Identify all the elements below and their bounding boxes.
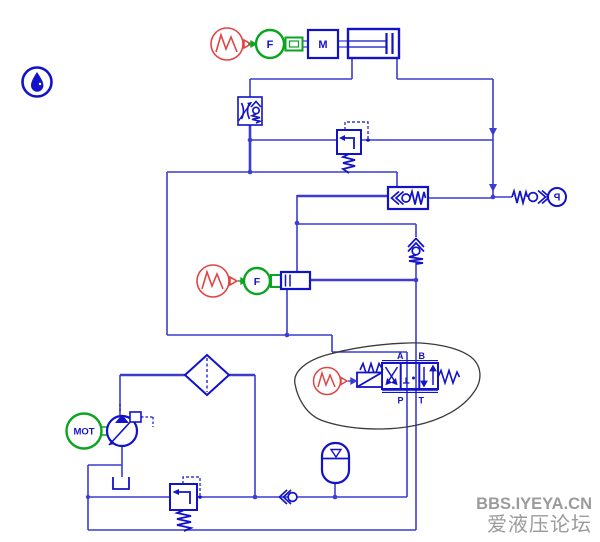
hydraulic-cylinder[interactable]	[346, 27, 401, 60]
signal-source-cylinder[interactable]	[210, 27, 253, 61]
waveform-icon	[215, 32, 238, 53]
pressure-source-label: P	[553, 193, 560, 204]
hydraulic-lines[interactable]	[87, 40, 548, 531]
motor-label: MOT	[73, 427, 94, 438]
watermark-line1: BBS.IYEYA.CN	[476, 495, 592, 513]
valve-port-t-label: T	[419, 396, 425, 406]
check-valve-supply[interactable]	[278, 489, 298, 505]
electric-motor[interactable]: MOT	[65, 412, 109, 450]
valve-port-p-label: P	[397, 396, 403, 406]
check-valve-icon	[250, 100, 262, 108]
valve-springs	[359, 360, 461, 386]
mass-block[interactable]: M	[306, 28, 340, 60]
valve-position-arrows	[384, 364, 437, 388]
valve-port-a-label: A	[397, 351, 404, 361]
waveform-icon	[317, 370, 336, 388]
droplet-icon	[31, 72, 44, 92]
signal-arrow-valve	[348, 377, 358, 385]
flow-control-with-check-valve[interactable]	[237, 96, 263, 126]
force-label-1: F	[267, 39, 274, 51]
mass-label: M	[318, 39, 327, 51]
spring-loaded-check-valve[interactable]	[386, 185, 430, 211]
hand-drawn-highlight	[294, 342, 481, 430]
force-label-2: F	[254, 276, 261, 288]
signal-source-valve[interactable]	[312, 366, 349, 396]
filter[interactable]	[183, 353, 231, 397]
pressure-source[interactable]: P	[547, 187, 567, 207]
waveform-icon	[201, 269, 224, 290]
gas-symbol-icon	[329, 448, 343, 459]
variable-displacement-pump[interactable]	[105, 403, 154, 448]
watermark: BBS.IYEYA.CN 爱液压论坛	[476, 495, 592, 536]
signal-arrow-1	[248, 40, 258, 48]
proportional-actuator	[356, 371, 383, 388]
pilot-relief-valve-1[interactable]	[336, 121, 370, 174]
pilot-relief-valve-2[interactable]	[169, 476, 202, 532]
valve-port-b-label: B	[419, 351, 426, 361]
watermark-line2: 爱液压论坛	[487, 513, 592, 536]
junction-dots	[85, 128, 497, 500]
tank[interactable]	[112, 477, 130, 490]
gas-accumulator[interactable]	[320, 441, 351, 485]
proportional-directional-valve[interactable]: A B P T	[356, 351, 461, 406]
pilot-spool-valve[interactable]	[279, 270, 312, 291]
check-valve-mid[interactable]	[407, 237, 425, 265]
signal-source-pilot[interactable]	[196, 264, 239, 298]
fluid-properties-icon[interactable]	[21, 66, 53, 98]
force-transducer-1[interactable]: F	[254, 28, 304, 60]
outlet-check-valve[interactable]	[511, 187, 551, 207]
